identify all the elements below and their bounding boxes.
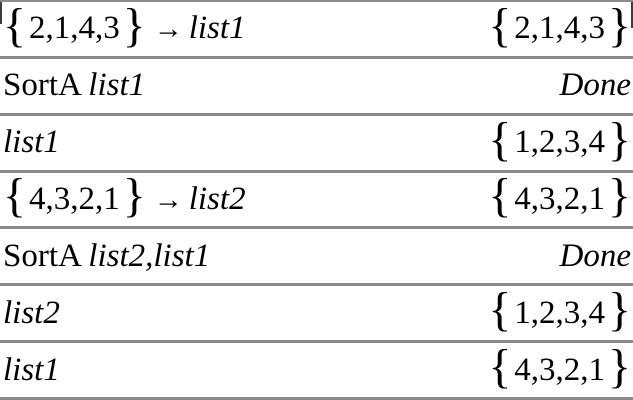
open-brace: { (488, 286, 512, 337)
entry-edge-tick-right (631, 2, 633, 28)
entry-edge-tick-left (0, 2, 2, 24)
history-row[interactable]: list1 {1,2,3,4} (0, 116, 633, 173)
result-list-values: 1,2,3,4 (514, 294, 606, 331)
history-row[interactable]: {2,1,4,3}→list1 {2,1,4,3} (0, 2, 633, 59)
list-values: 4,3,2,1 (28, 181, 120, 217)
variable-name: list2,list1 (88, 237, 211, 274)
variable-name: list1 (3, 351, 60, 388)
output-result: {1,2,3,4} (488, 286, 631, 333)
command-keyword: SortA (3, 67, 89, 104)
history-row[interactable]: {4,3,2,1}→list2 {4,3,2,1} (0, 173, 633, 230)
history-row[interactable]: SortA list2,list1 Done (0, 229, 633, 287)
output-result: {1,2,3,4} (488, 116, 631, 163)
variable-name: list1 (188, 10, 246, 47)
open-brace: { (3, 172, 26, 223)
input-expression: list1 (3, 351, 60, 388)
history-row[interactable]: SortA list1 Done (0, 59, 633, 116)
output-result: {4,3,2,1} (488, 173, 631, 220)
result-list-values: 1,2,3,4 (514, 124, 606, 161)
open-brace: { (488, 343, 512, 393)
open-brace: { (488, 2, 512, 52)
open-brace: { (488, 172, 512, 223)
store-arrow-icon: → (153, 184, 183, 216)
history-row[interactable]: list2 {1,2,3,4} (0, 286, 633, 344)
output-result: Done (560, 69, 631, 102)
open-brace: { (3, 2, 26, 52)
store-arrow-icon: → (153, 13, 183, 46)
close-brace: } (122, 172, 146, 223)
input-expression: {4,3,2,1}→list2 (3, 173, 246, 220)
list-values: 2,1,4,3 (28, 10, 120, 47)
variable-name: list1 (3, 124, 60, 161)
close-brace: } (122, 2, 146, 52)
input-expression: SortA list1 (3, 69, 145, 102)
result-list-values: 4,3,2,1 (514, 351, 606, 388)
result-text: Done (559, 237, 631, 274)
result-list-values: 4,3,2,1 (514, 181, 606, 217)
output-result: {4,3,2,1} (488, 343, 631, 390)
input-expression: list2 (3, 294, 60, 331)
variable-name: list2 (188, 181, 246, 217)
history-row[interactable]: list1 {4,3,2,1} (0, 343, 633, 400)
close-brace: } (608, 2, 631, 52)
close-brace: } (608, 286, 631, 337)
input-expression: list1 (3, 126, 60, 159)
output-result: {2,1,4,3} (488, 2, 631, 49)
result-text: Done (559, 67, 631, 104)
open-brace: { (488, 115, 512, 166)
input-expression: {2,1,4,3}→list1 (3, 2, 246, 49)
close-brace: } (608, 172, 631, 223)
input-expression: SortA list2,list1 (3, 237, 211, 274)
variable-name: list2 (3, 294, 60, 331)
command-keyword: SortA (3, 237, 89, 274)
result-list-values: 2,1,4,3 (514, 10, 606, 47)
close-brace: } (608, 115, 631, 166)
variable-name: list1 (88, 67, 146, 104)
close-brace: } (608, 343, 631, 393)
output-result: Done (559, 237, 631, 274)
